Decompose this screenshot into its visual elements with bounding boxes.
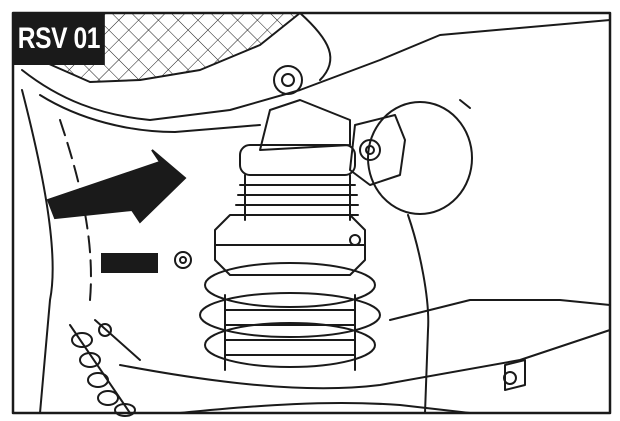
rsv-model-badge: RSV 01: [13, 13, 105, 65]
frame-bolt: [174, 251, 192, 269]
reservoir-canister: [367, 101, 473, 215]
top-mount-bolt: [273, 65, 303, 95]
preload-lock-nut: [214, 214, 366, 276]
swingarm-lower-edge: [179, 402, 471, 414]
brake-hose: [407, 214, 430, 414]
compression-adjuster-knob: [349, 114, 406, 186]
upper-shock-eye: [259, 99, 351, 151]
down-left-arrow-icon: [46, 149, 187, 224]
swingarm-upper-edge: [119, 329, 611, 390]
spring-coil-3: [204, 322, 376, 368]
spring-coil-1: [204, 262, 376, 308]
minus-sign-icon: [101, 253, 158, 273]
image-border: [11, 11, 612, 415]
shock-top-cap: [239, 144, 356, 176]
spring-coil-2: [199, 292, 381, 338]
threaded-body: [235, 184, 359, 216]
left-fairing-edge: [21, 89, 54, 414]
